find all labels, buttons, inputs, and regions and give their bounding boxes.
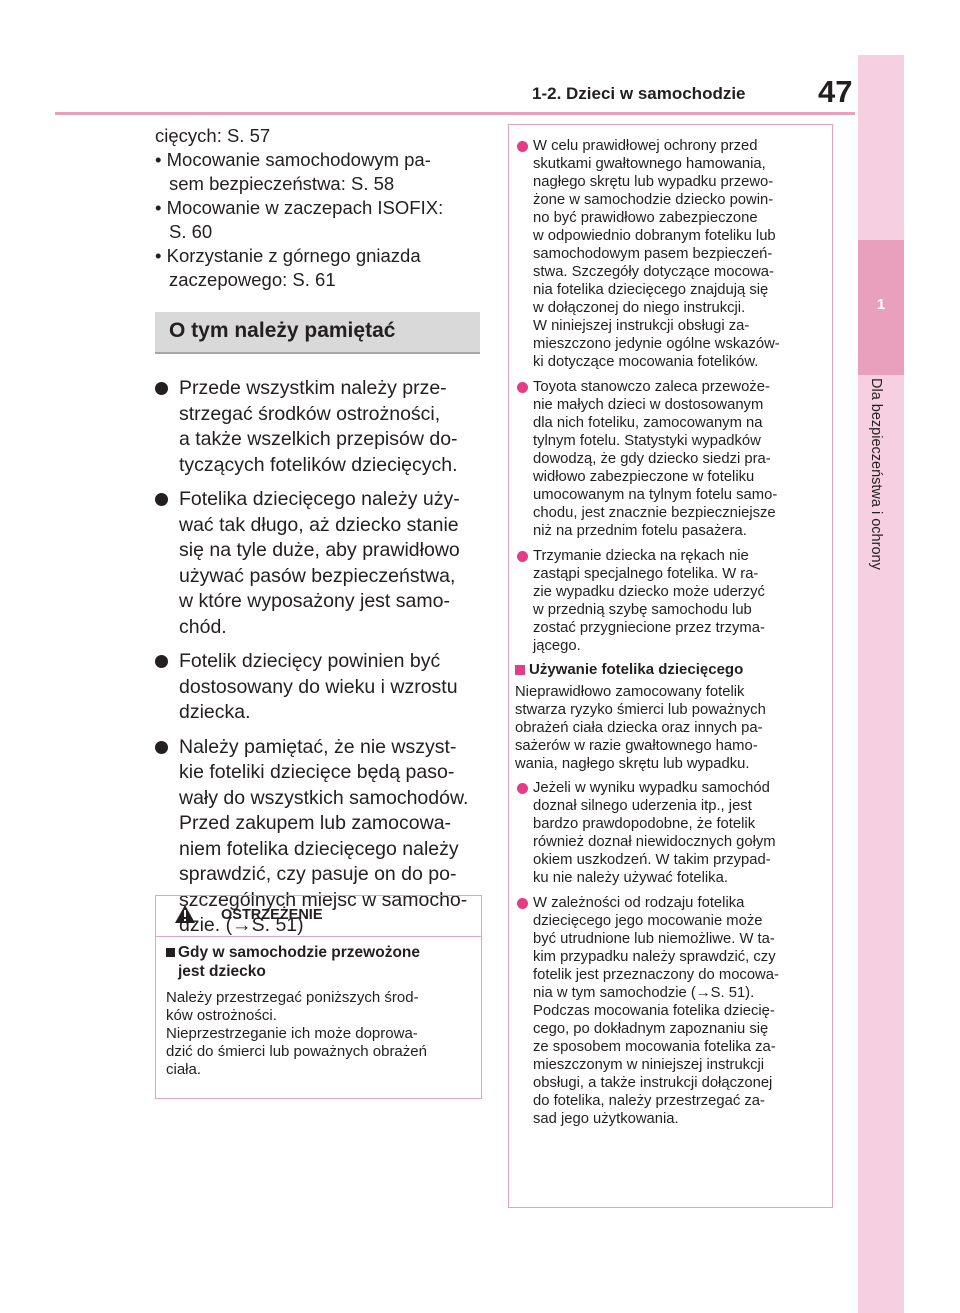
chapter-side-tab-active [858, 240, 904, 375]
square-bullet-icon [166, 948, 175, 957]
subheading: Używanie fotelika dziecięcego [515, 661, 829, 679]
intro-item: • Mocowanie samochodowym pa- sem bezpiec… [155, 149, 431, 194]
list-item: W zależności od rodzaju fotelika dziecię… [515, 894, 829, 1128]
bullet-icon [155, 655, 168, 668]
reminder-list: Przede wszystkim należy prze- strzegać ś… [155, 376, 485, 948]
list-item-text: W celu prawidłowej ochrony przed skutkam… [533, 138, 780, 370]
page-number: 47 [818, 74, 853, 109]
warning-body: Należy przestrzegać poniższych środ- ków… [166, 989, 427, 1078]
pink-bullet-icon [517, 898, 528, 909]
warning-header: OSTRZEŻENIE [156, 896, 481, 937]
list-item-text: Jeżeli w wyniku wypadku samochód doznał … [533, 780, 776, 886]
intro-item: • Korzystanie z górnego gniazda zaczepow… [155, 245, 421, 290]
intro-item: • Mocowanie w zaczepach ISOFIX: S. 60 [155, 197, 444, 242]
intro-item: cięcych: S. 57 [155, 125, 271, 146]
subheading-text: Używanie fotelika dziecięcego [529, 661, 744, 678]
list-item-text: W zależności od rodzaju fotelika dziecię… [533, 895, 779, 1127]
info-paragraph: Nieprawidłowo zamocowany fotelik stwarza… [515, 684, 766, 772]
list-item-text: Należy pamiętać, że nie wszyst- kie fote… [179, 735, 469, 937]
list-item: Należy pamiętać, że nie wszyst- kie fote… [155, 735, 485, 939]
bullet-icon [155, 493, 168, 506]
intro-list: cięcych: S. 57 • Mocowanie samochodowym … [155, 124, 485, 292]
pink-square-icon [515, 665, 525, 675]
bullet-icon [155, 382, 168, 395]
pink-bullet-icon [517, 551, 528, 562]
list-item: Trzymanie dziecka na rękach nie zastąpi … [515, 547, 829, 655]
list-item: Fotelika dziecięcego należy uży- wać tak… [155, 487, 485, 640]
header-divider [55, 112, 855, 115]
list-item-text: Trzymanie dziecka na rękach nie zastąpi … [533, 548, 765, 654]
warning-title: OSTRZEŻENIE [221, 907, 323, 923]
list-item: Jeżeli w wyniku wypadku samochód doznał … [515, 779, 829, 887]
info-box: W celu prawidłowej ochrony przed skutkam… [508, 124, 833, 1208]
list-item-text: Przede wszystkim należy prze- strzegać ś… [179, 377, 458, 476]
list-item: Przede wszystkim należy prze- strzegać ś… [155, 376, 485, 478]
section-heading-text: O tym należy pamiętać [169, 319, 396, 342]
list-item: W celu prawidłowej ochrony przed skutkam… [515, 137, 829, 371]
list-item-text: Toyota stanowczo zaleca przewoże- nie ma… [533, 379, 778, 539]
pink-bullet-icon [517, 783, 528, 794]
warning-subtitle-text: Gdy w samochodzie przewożone jest dzieck… [178, 944, 421, 980]
warning-subtitle: Gdy w samochodzie przewożone jest dzieck… [166, 944, 483, 981]
pink-bullet-icon [517, 382, 528, 393]
section-title: 1-2. Dzieci w samochodzie [532, 84, 746, 103]
list-item: Fotelik dziecięcy powinien być dostosowa… [155, 649, 485, 726]
chapter-title: Dla bezpieczeństwa i ochrony [868, 378, 884, 570]
list-item-text: Fotelik dziecięcy powinien być dostosowa… [179, 650, 458, 723]
list-item: Toyota stanowczo zaleca przewoże- nie ma… [515, 378, 829, 540]
chapter-number: 1 [876, 296, 886, 313]
section-heading: O tym należy pamiętać [155, 312, 480, 354]
warning-triangle-icon [175, 905, 195, 923]
pink-bullet-icon [517, 141, 528, 152]
warning-box: OSTRZEŻENIE Gdy w samochodzie przewożone… [155, 895, 482, 1099]
info-content: W celu prawidłowej ochrony przed skutkam… [515, 137, 829, 1128]
bullet-icon [155, 740, 168, 754]
list-item-text: Fotelika dziecięcego należy uży- wać tak… [179, 488, 460, 638]
